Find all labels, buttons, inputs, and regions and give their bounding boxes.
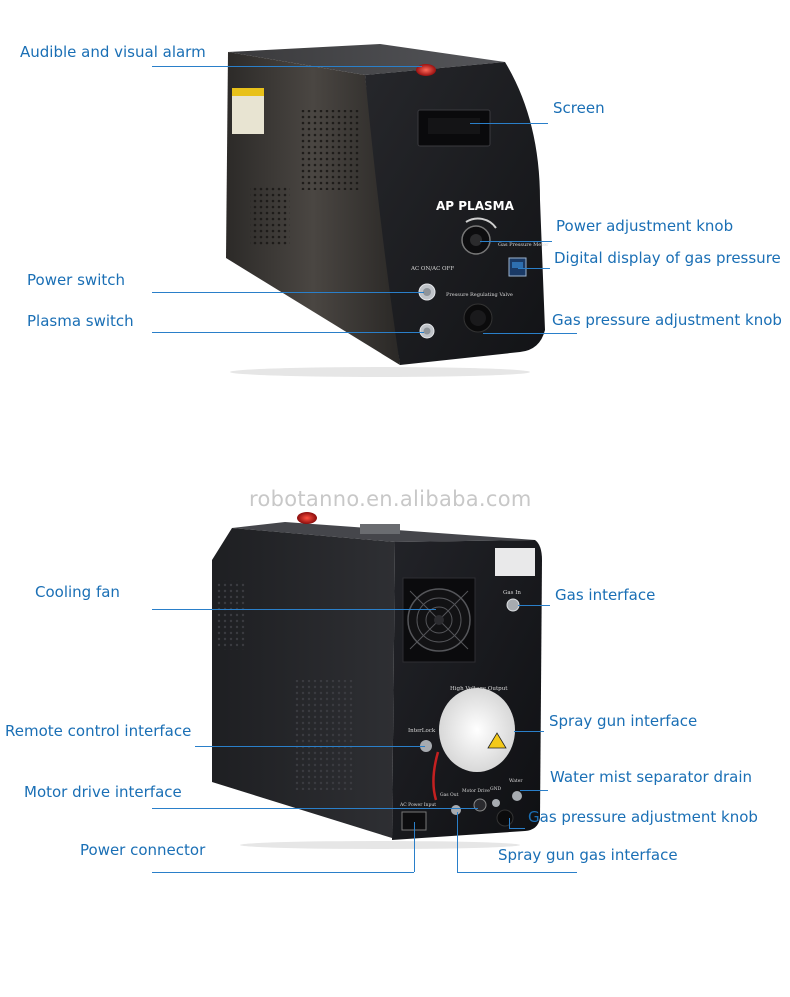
label-power-knob: Power adjustment knob: [556, 217, 734, 235]
hv-output-caption: High Voltage Output: [450, 686, 508, 692]
leader-spray-gas: [457, 872, 577, 873]
leader-cooling-fan: [152, 609, 436, 610]
label-power-connector: Power connector: [80, 841, 206, 859]
front-device-illustration: AP PLASMA Gas Pressure Meter AC ON/AC OF…: [226, 44, 549, 377]
leader-power-switch: [152, 292, 424, 293]
leader-gas-display: [518, 268, 550, 269]
label-cooling-fan: Cooling fan: [35, 583, 120, 601]
label-spray-gas: Spray gun gas interface: [498, 846, 678, 864]
label-gas-knob-front: Gas pressure adjustment knob: [552, 311, 782, 329]
gas-out-caption: Gas Out: [440, 792, 459, 798]
label-screen: Screen: [553, 99, 605, 117]
leader-power-connector: [152, 872, 414, 873]
motor-drive-caption: Motor Drive: [462, 788, 490, 794]
leader-gas-knob-front: [483, 333, 577, 334]
leader-spray-gun: [514, 731, 544, 732]
leader-power-knob: [480, 241, 552, 242]
leader-power-connector-v: [414, 822, 415, 872]
label-gas-display: Digital display of gas pressure: [554, 249, 781, 267]
water-caption: Water: [509, 778, 523, 784]
leader-gas-knob-back: [509, 828, 525, 829]
leader-remote: [195, 746, 425, 747]
label-water-drain: Water mist separator drain: [550, 768, 753, 786]
leader-gas-knob-back-v: [509, 818, 510, 828]
leader-plasma-switch: [152, 332, 424, 333]
label-power-switch: Power switch: [27, 271, 126, 289]
leader-spray-gas-v: [457, 812, 458, 872]
label-plasma-switch: Plasma switch: [27, 312, 134, 330]
gnd-caption: GND: [490, 786, 502, 792]
leader-alarm: [152, 66, 422, 67]
gas-meter-caption: Gas Pressure Meter: [498, 242, 549, 248]
ac-switch-caption: AC ON/AC OFF: [410, 266, 454, 272]
regulating-valve-caption: Pressure Regulating Valve: [446, 292, 513, 298]
gas-in-caption: Gas In: [503, 590, 521, 596]
leader-water-drain: [520, 790, 548, 791]
label-motor: Motor drive interface: [24, 783, 182, 801]
leader-motor: [152, 808, 478, 809]
interlock-caption: InterLock: [408, 728, 436, 734]
label-alarm: Audible and visual alarm: [20, 43, 206, 61]
label-gas-interface: Gas interface: [555, 586, 656, 604]
label-gas-knob-back: Gas pressure adjustment knob: [528, 808, 758, 826]
front-brand-text: AP PLASMA: [436, 199, 515, 213]
watermark: robotanno.en.alibaba.com: [249, 487, 532, 511]
leader-gas-interface: [518, 605, 550, 606]
label-spray-gun: Spray gun interface: [549, 712, 698, 730]
label-remote: Remote control interface: [5, 722, 192, 740]
leader-screen: [470, 123, 548, 124]
